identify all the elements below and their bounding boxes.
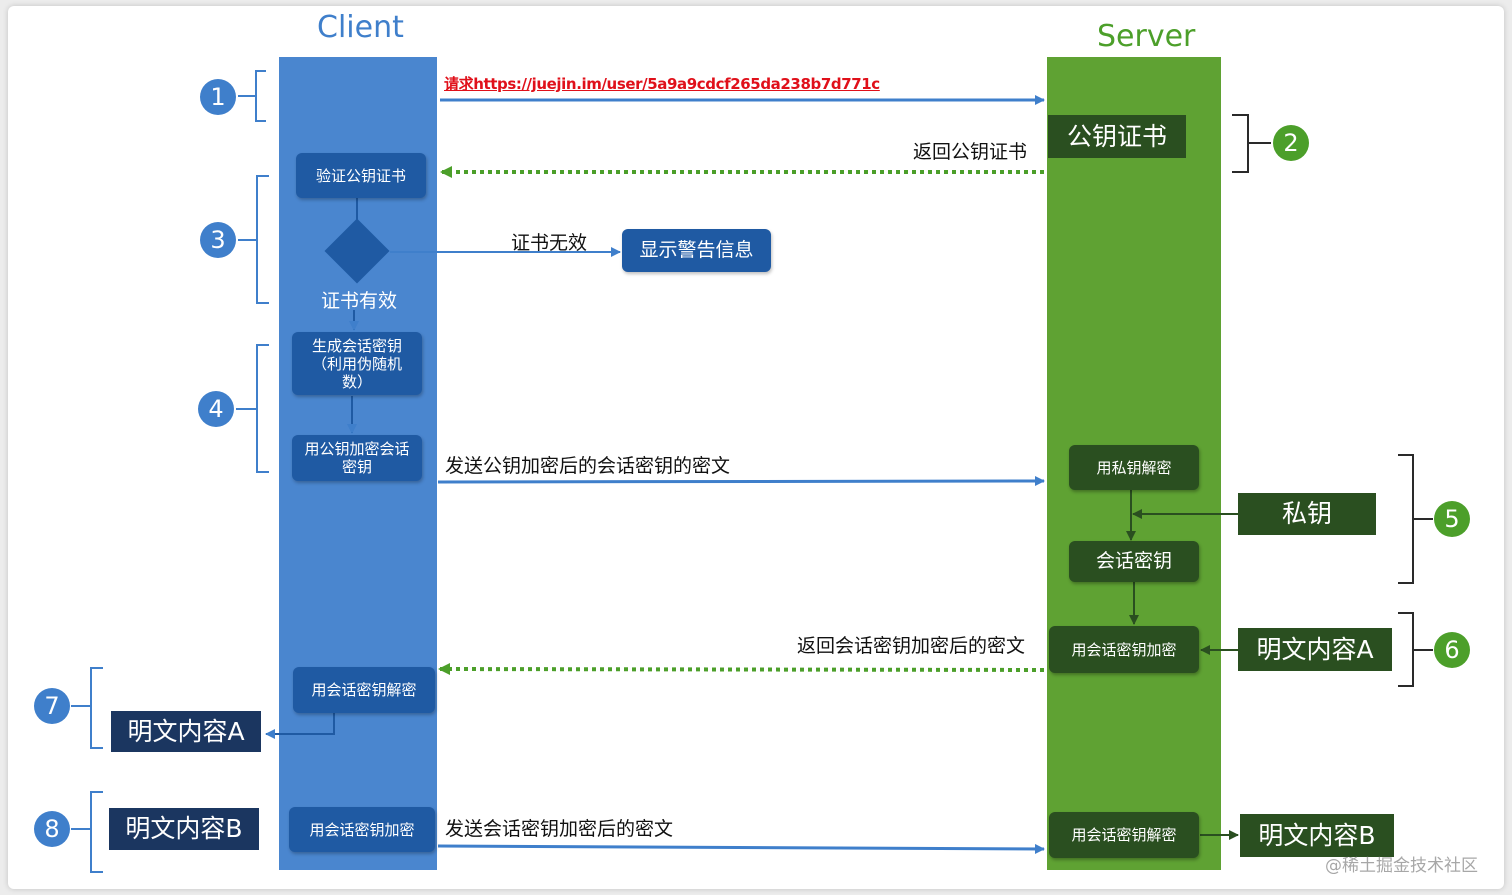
return-cipher-arrow <box>438 663 1045 676</box>
private-key-box: 私钥 <box>1238 493 1376 535</box>
bracket-6 <box>1398 612 1433 687</box>
invalid-label: 证书无效 <box>511 232 588 254</box>
server-decrypt-box: 用会话密钥解密 <box>1049 812 1199 858</box>
client-plaintext-b-box: 明文内容B <box>109 808 259 850</box>
server-title: Server <box>1097 19 1196 54</box>
server-encrypt-box: 用会话密钥加密 <box>1049 626 1199 673</box>
private-decrypt-box: 用私钥解密 <box>1069 445 1199 490</box>
step-6-circle: 6 <box>1434 632 1470 668</box>
step-5-circle: 5 <box>1434 501 1470 537</box>
server-plaintext-b-box: 明文内容B <box>1240 814 1394 857</box>
step-1-circle: 1 <box>200 79 236 115</box>
step-2-circle: 2 <box>1273 125 1309 161</box>
bracket-7 <box>71 667 103 749</box>
step-3-circle: 3 <box>200 222 236 258</box>
warning-box: 显示警告信息 <box>622 229 771 272</box>
server-cert-box: 公钥证书 <box>1048 115 1186 158</box>
client-plaintext-a-box: 明文内容A <box>111 711 261 752</box>
step-7-circle: 7 <box>34 688 70 724</box>
step-8-circle: 8 <box>34 811 70 847</box>
bracket-5 <box>1398 454 1433 584</box>
generate-session-key-box: 生成会话密钥（利用伪随机数） <box>292 332 422 395</box>
bracket-2 <box>1232 114 1271 173</box>
decision-diamond <box>324 218 390 284</box>
valid-label: 证书有效 <box>321 290 398 312</box>
send-cipher-label: 发送会话密钥加密后的密文 <box>445 818 674 840</box>
return-cipher-label: 返回会话密钥加密后的密文 <box>797 635 1026 657</box>
bracket-3 <box>238 175 269 304</box>
client-decrypt-box: 用会话密钥解密 <box>293 667 435 713</box>
session-key-box: 会话密钥 <box>1069 541 1199 582</box>
verify-cert-box: 验证公钥证书 <box>296 153 426 198</box>
client-encrypt-box: 用会话密钥加密 <box>289 807 435 852</box>
client-title: Client <box>317 10 404 45</box>
client-decrypt-to-plaintext-a <box>265 713 335 739</box>
step-4-circle: 4 <box>198 391 234 427</box>
return-cert-label: 返回公钥证书 <box>913 141 1028 163</box>
encrypt-session-key-box: 用公钥加密会话密钥 <box>292 435 422 481</box>
send-encrypted-key-arrow <box>437 476 1045 487</box>
send-cipher-arrow <box>437 843 1045 854</box>
server-plaintext-a-box: 明文内容A <box>1238 628 1392 671</box>
request-text: 请求https://juejin.im/user/5a9a9cdcf265da2… <box>444 75 880 93</box>
bracket-1 <box>238 70 266 122</box>
bracket-8 <box>71 791 103 873</box>
watermark: @稀土掘金技术社区 <box>1325 856 1478 876</box>
bracket-4 <box>236 344 269 473</box>
send-encrypted-key-label: 发送公钥加密后的会话密钥的密文 <box>445 455 731 477</box>
